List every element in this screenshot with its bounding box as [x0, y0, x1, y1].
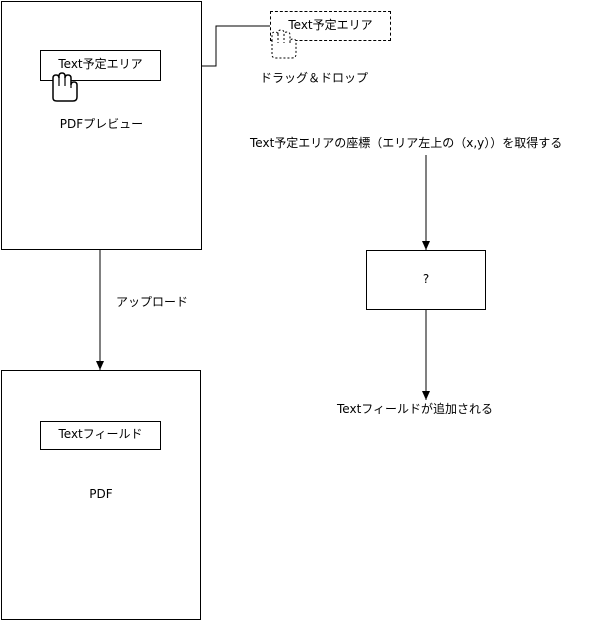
- drag-source-text-area[interactable]: [270, 11, 391, 41]
- hand-cursor-dashed-icon: [271, 29, 297, 59]
- pdf-text-field-label: Textフィールド: [58, 427, 143, 441]
- preview-panel-label: PDFプレビュー: [59, 117, 144, 131]
- upload-label: アップロード: [116, 295, 189, 309]
- pdf-text-field[interactable]: [40, 421, 161, 450]
- flow-step-1: Text予定エリアの座標（エリア左上の（x,y））を取得する: [250, 136, 563, 150]
- pdf-preview-panel: [1, 1, 202, 250]
- pdf-panel-label: PDF: [89, 487, 113, 501]
- drag-source-label: Text予定エリア: [288, 18, 373, 32]
- flow-step-2-box: [366, 250, 486, 310]
- preview-text-area-label: Text予定エリア: [58, 57, 143, 71]
- hand-cursor-icon: [52, 72, 78, 102]
- flow-step-3: Textフィールドが追加される: [337, 402, 494, 416]
- flow-step-2: ?: [422, 272, 430, 286]
- pdf-panel: [1, 370, 201, 620]
- drag-drop-caption: ドラッグ＆ドロップ: [260, 71, 369, 85]
